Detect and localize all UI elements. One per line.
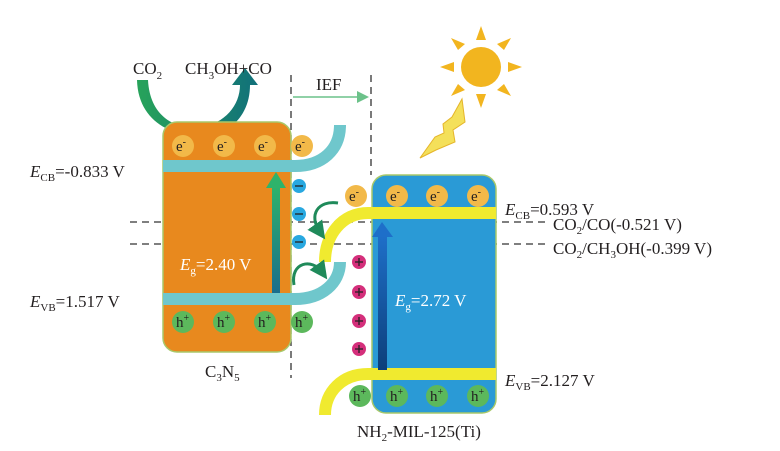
svg-text:h+: h+ xyxy=(353,387,367,405)
ief-label: IEF xyxy=(316,75,342,94)
hole: h+ xyxy=(172,311,194,333)
svg-text:e-: e- xyxy=(176,137,186,155)
positive-charge xyxy=(352,255,366,269)
electron: e- xyxy=(172,135,194,157)
electron: e- xyxy=(345,185,367,207)
svg-text:e-: e- xyxy=(430,187,440,205)
electron: e- xyxy=(291,135,313,157)
mil-ecb-label: ECB=0.593 V xyxy=(504,200,595,222)
electron: e- xyxy=(386,185,408,207)
co2-ch3oh-potential: CO2/CH3OH(-0.399 V) xyxy=(553,239,712,261)
lightning-icon xyxy=(419,97,466,159)
hole: h+ xyxy=(467,385,489,407)
positive-charge xyxy=(352,342,366,356)
svg-text:e-: e- xyxy=(258,137,268,155)
positive-charge xyxy=(352,285,366,299)
svg-text:e-: e- xyxy=(349,187,359,205)
svg-text:h+: h+ xyxy=(258,313,272,331)
electron: e- xyxy=(426,185,448,207)
svg-text:h+: h+ xyxy=(217,313,231,331)
hole: h+ xyxy=(426,385,448,407)
c3n5-ecb-label: ECB=-0.833 V xyxy=(29,162,126,184)
mil-name: NH2-MIL-125(Ti) xyxy=(357,422,481,444)
svg-text:h+: h+ xyxy=(176,313,190,331)
hole: h+ xyxy=(386,385,408,407)
negative-charge xyxy=(292,207,306,221)
svg-text:h+: h+ xyxy=(471,387,485,405)
c3n5-vb-band xyxy=(163,261,346,305)
c3n5-eg-label: Eg=2.40 V xyxy=(179,255,252,277)
svg-text:e-: e- xyxy=(390,187,400,205)
co2-label: CO2 xyxy=(133,59,162,82)
electron: e- xyxy=(254,135,276,157)
mil-excitation-arrow xyxy=(378,235,387,370)
negative-charge xyxy=(292,179,306,193)
hole: h+ xyxy=(349,385,371,407)
positive-charge xyxy=(352,314,366,328)
electron: e- xyxy=(213,135,235,157)
sun-icon xyxy=(440,26,522,108)
co2-reduction-arrow xyxy=(137,68,258,136)
svg-text:e-: e- xyxy=(471,187,481,205)
mil-block xyxy=(371,174,497,414)
svg-text:e-: e- xyxy=(295,137,305,155)
hole: h+ xyxy=(213,311,235,333)
c3n5-cb-band xyxy=(163,124,346,172)
co2-co-potential: CO2/CO(-0.521 V) xyxy=(553,215,682,237)
mil-vb-band xyxy=(319,368,496,416)
mil-eg-label: Eg=2.72 V xyxy=(394,291,467,313)
hole: h+ xyxy=(291,311,313,333)
hole: h+ xyxy=(254,311,276,333)
electron: e- xyxy=(467,185,489,207)
hole-transfer-arrow xyxy=(292,259,328,286)
c3n5-excitation-arrow xyxy=(272,186,280,293)
products-label: CH3OH+CO xyxy=(185,59,272,82)
mil-evb-label: EVB=2.127 V xyxy=(504,371,595,393)
svg-text:h+: h+ xyxy=(295,313,309,331)
negative-charge xyxy=(292,235,306,249)
c3n5-name: C3N5 xyxy=(205,362,240,384)
svg-text:h+: h+ xyxy=(390,387,404,405)
electron-transfer-arrow xyxy=(307,201,339,240)
mil-cb-band xyxy=(319,207,496,263)
svg-text:e-: e- xyxy=(217,137,227,155)
c3n5-evb-label: EVB=1.517 V xyxy=(29,292,120,314)
svg-text:h+: h+ xyxy=(430,387,444,405)
